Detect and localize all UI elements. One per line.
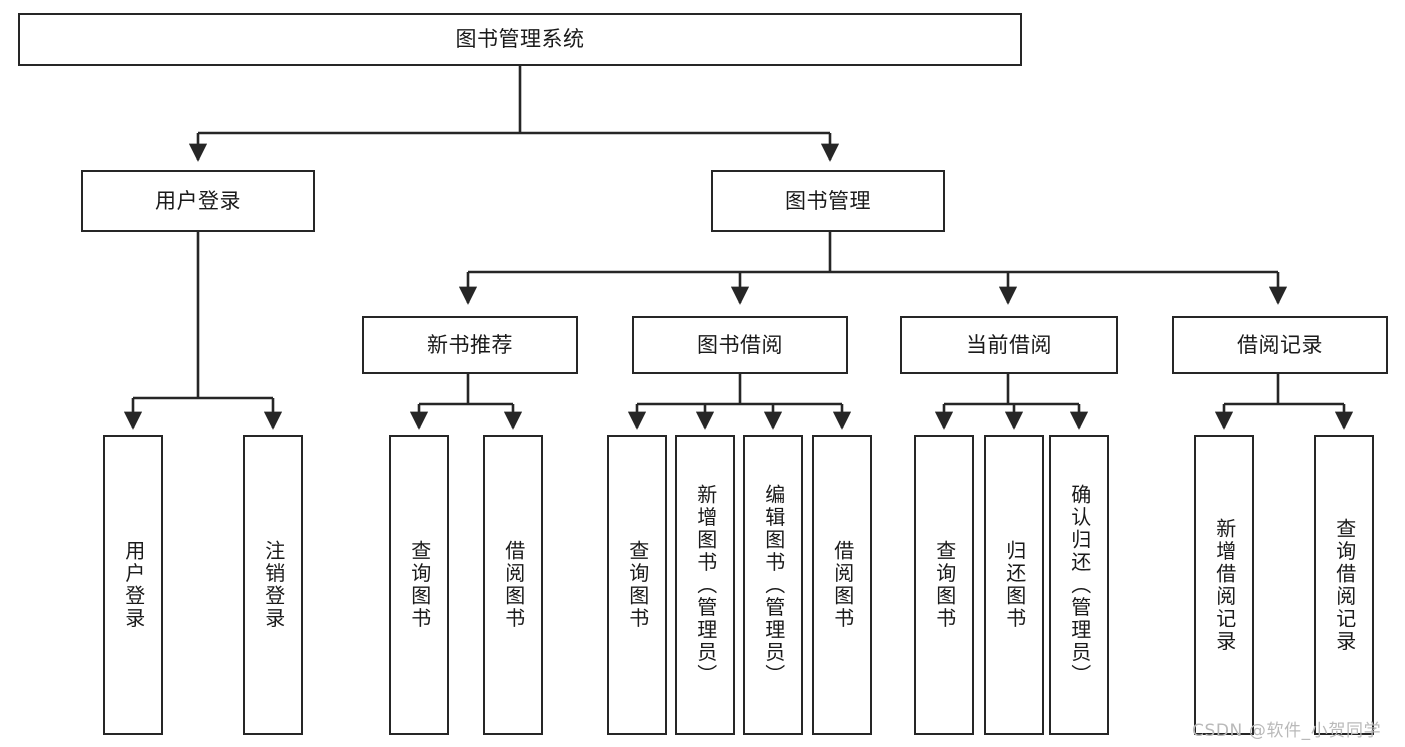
leaf-add-borrow-record[interactable]: 新增借阅记录: [1194, 435, 1254, 735]
leaf-add-book-admin[interactable]: 新增图书（管理员）: [675, 435, 735, 735]
leaf-query-borrow-record[interactable]: 查询借阅记录: [1314, 435, 1374, 735]
node-label: 新增借阅记录: [1212, 517, 1237, 653]
leaf-logout[interactable]: 注销登录: [243, 435, 303, 735]
node-book-management[interactable]: 图书管理: [711, 170, 945, 232]
node-root-system[interactable]: 图书管理系统: [18, 13, 1022, 66]
node-label: 图书管理系统: [455, 27, 585, 52]
node-label: 查询图书: [932, 540, 957, 630]
node-label: 注销登录: [261, 540, 286, 630]
leaf-borrow-book[interactable]: 借阅图书: [812, 435, 872, 735]
node-current-borrow[interactable]: 当前借阅: [900, 316, 1118, 374]
node-label: 当前借阅: [966, 332, 1052, 357]
node-label: 图书借阅: [697, 332, 783, 357]
node-label: 图书管理: [785, 188, 871, 213]
node-user-login[interactable]: 用户登录: [81, 170, 315, 232]
node-label: 用户登录: [121, 540, 146, 630]
leaf-user-login[interactable]: 用户登录: [103, 435, 163, 735]
node-label: 新增图书（管理员）: [693, 483, 718, 687]
node-borrow-record[interactable]: 借阅记录: [1172, 316, 1388, 374]
node-label: 借阅图书: [501, 540, 526, 630]
csdn-watermark: CSDN @软件_小贺同学: [1192, 721, 1382, 741]
node-label: 借阅记录: [1237, 332, 1323, 357]
leaf-return-book[interactable]: 归还图书: [984, 435, 1044, 735]
node-label: 新书推荐: [427, 332, 513, 357]
node-label: 确认归还（管理员）: [1067, 483, 1092, 687]
leaf-edit-book-admin[interactable]: 编辑图书（管理员）: [743, 435, 803, 735]
node-label: 用户登录: [155, 188, 241, 213]
node-label: 查询借阅记录: [1332, 517, 1357, 653]
leaf-confirm-return-admin[interactable]: 确认归还（管理员）: [1049, 435, 1109, 735]
leaf-query-book-current[interactable]: 查询图书: [914, 435, 974, 735]
node-label: 查询图书: [407, 540, 432, 630]
node-new-book-recommendation[interactable]: 新书推荐: [362, 316, 578, 374]
leaf-borrow-book-recommendation[interactable]: 借阅图书: [483, 435, 543, 735]
leaf-query-book-recommendation[interactable]: 查询图书: [389, 435, 449, 735]
node-label: 编辑图书（管理员）: [761, 483, 786, 687]
node-label: 借阅图书: [830, 540, 855, 630]
node-label: 查询图书: [625, 540, 650, 630]
node-book-borrow[interactable]: 图书借阅: [632, 316, 848, 374]
node-label: 归还图书: [1002, 540, 1027, 630]
leaf-query-book-borrow[interactable]: 查询图书: [607, 435, 667, 735]
